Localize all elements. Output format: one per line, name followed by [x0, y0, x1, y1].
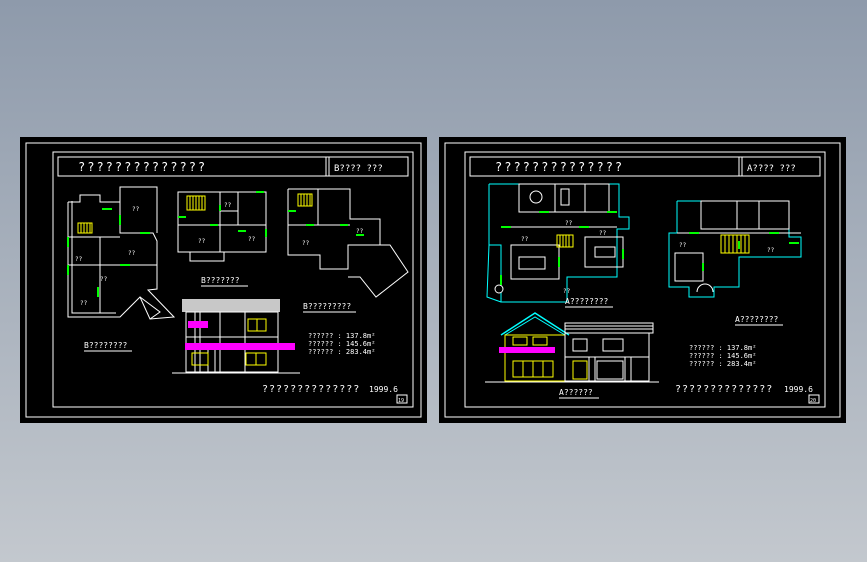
door-marks	[500, 211, 624, 285]
room-label: ??	[679, 242, 687, 249]
floor-plan-a2	[668, 200, 802, 298]
sheet-b-drawing: ?????????????? B???? ??? ?? ?? ?? ?? ??	[25, 142, 422, 418]
room-label: ??	[599, 230, 607, 237]
inner-frame	[464, 151, 826, 408]
drawing-sheet-b: ?????????????? B???? ??? ?? ?? ?? ?? ??	[20, 137, 427, 423]
room-label: ??	[128, 250, 136, 257]
area-row-1: ?????? : 137.8m²	[689, 344, 756, 352]
inner-frame	[52, 151, 414, 408]
plan-label: B???????	[201, 276, 240, 285]
area-row-1: ?????? : 137.8m²	[308, 332, 375, 340]
sheet-code: B???? ???	[334, 164, 383, 174]
outer-frame	[25, 142, 422, 418]
elevation-drawing	[172, 299, 300, 374]
floor-plan-3	[287, 188, 409, 298]
room-label: ??	[302, 240, 310, 247]
elevation-drawing	[485, 312, 659, 383]
outer-frame	[444, 142, 841, 418]
room-label: ??	[100, 276, 108, 283]
title-block	[469, 156, 821, 177]
footer-title: ??????????????	[675, 384, 773, 395]
plan-label: A????????	[735, 315, 779, 324]
room-label: ??	[563, 288, 571, 295]
plan-label: B?????????	[303, 302, 351, 311]
area-row-3: ?????? : 283.4m²	[308, 348, 375, 356]
sheet-code: A???? ???	[747, 164, 796, 174]
plan-label: A????????	[565, 297, 609, 306]
drawing-date: 1999.6	[369, 385, 398, 394]
room-label: ??	[248, 236, 256, 243]
room-label: ??	[132, 206, 140, 213]
sheet-title: ??????????????	[78, 160, 207, 174]
room-label: ??	[565, 220, 573, 227]
footer-title: ??????????????	[262, 384, 360, 395]
furniture	[494, 188, 616, 294]
stair-icon	[297, 193, 313, 207]
stair-icon	[556, 234, 574, 248]
page-number: 19	[398, 398, 404, 404]
room-label: ??	[75, 256, 83, 263]
stair-icon	[77, 222, 93, 234]
plan-label: A??????	[559, 388, 593, 397]
area-row-2: ?????? : 145.6m²	[308, 340, 375, 348]
floor-plan-2	[177, 191, 267, 262]
room-label: ??	[80, 300, 88, 307]
page-number: 20	[810, 398, 816, 404]
title-block	[57, 156, 409, 177]
area-row-2: ?????? : 145.6m²	[689, 352, 756, 360]
drawing-sheet-a: ?????????????? A???? ??? ?? ?? ?? ??	[439, 137, 846, 423]
room-label: ??	[198, 238, 206, 245]
area-row-3: ?????? : 283.4m²	[689, 360, 756, 368]
floor-plan-1	[67, 186, 176, 320]
stair-icon	[720, 234, 750, 254]
plan-label: B????????	[84, 341, 128, 350]
room-label: ??	[224, 202, 232, 209]
room-label: ??	[356, 228, 364, 235]
sheet-title: ??????????????	[495, 160, 624, 174]
door-marks	[67, 208, 150, 297]
sheet-a-drawing: ?????????????? A???? ??? ?? ?? ?? ??	[444, 142, 841, 418]
room-label: ??	[767, 247, 775, 254]
floor-plan-a1	[486, 183, 630, 303]
drawing-date: 1999.6	[784, 385, 813, 394]
room-label: ??	[521, 236, 529, 243]
